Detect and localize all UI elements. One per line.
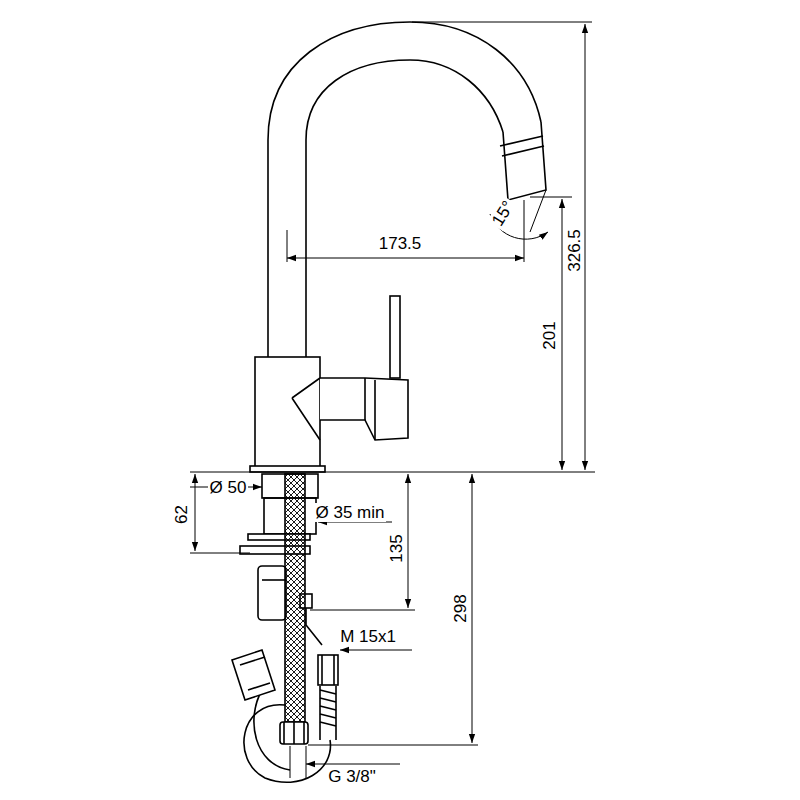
dimension-lines [287,230,288,262]
faucet-outline [258,566,286,620]
faucet-outline [502,146,544,156]
faucet-outline [390,296,400,378]
dimension-label: 298 [451,592,470,624]
dimension-label: 15° [487,195,519,230]
faucet-outline [322,655,334,685]
faucet-outline [320,690,336,726]
dimension-lines [524,200,525,262]
dimension-label: 135 [387,532,406,564]
faucet-outline [268,22,541,357]
faucet-outline [240,657,270,690]
dimension-lines [530,190,546,232]
dimension-lines [308,745,478,746]
dimension-lines [195,474,196,551]
dimension-lines [190,22,595,778]
faucet-outline [280,722,308,744]
dimension-label: M 15x1 [338,627,398,646]
dimension-lines [472,474,473,743]
faucet-outline [285,474,305,722]
dimension-label: 326.5 [564,227,583,274]
dimension-lines [412,22,592,23]
faucet-outline [255,357,320,468]
dimension-lines [585,24,586,470]
dimension-lines [562,199,563,470]
faucet-outline [262,579,286,581]
faucet-outline [320,378,408,440]
faucet-outline [318,655,338,685]
dimension-label: Ø 35 min [314,503,387,522]
dimension-lines [290,746,306,778]
dimension-lines [310,610,415,611]
dimension-lines [318,522,392,523]
faucet-outline [306,60,503,357]
dimension-lines [340,650,412,651]
faucet-outline [500,136,543,146]
faucet-outline [250,466,325,472]
dimension-label: 173.5 [377,234,424,253]
dimension-label: Ø 50 [208,478,249,497]
dimension-lines [287,258,524,259]
faucet-outline [320,686,336,740]
dimension-label: 62 [171,503,190,526]
faucet-outline [232,650,275,700]
dimension-lines [530,197,572,198]
faucet-outline [232,22,546,782]
dimension-label: 201 [540,319,559,351]
dimension-lines [408,474,409,608]
faucet-outline [292,378,375,440]
dimension-lines [306,764,400,765]
faucet-outline [306,608,322,645]
faucet-outline [503,122,546,200]
dimension-lines [190,472,595,473]
dimension-lines [190,553,250,554]
faucet-outline [284,722,304,744]
faucet-outline [244,705,331,783]
dimension-label: G 3/8" [326,767,378,786]
